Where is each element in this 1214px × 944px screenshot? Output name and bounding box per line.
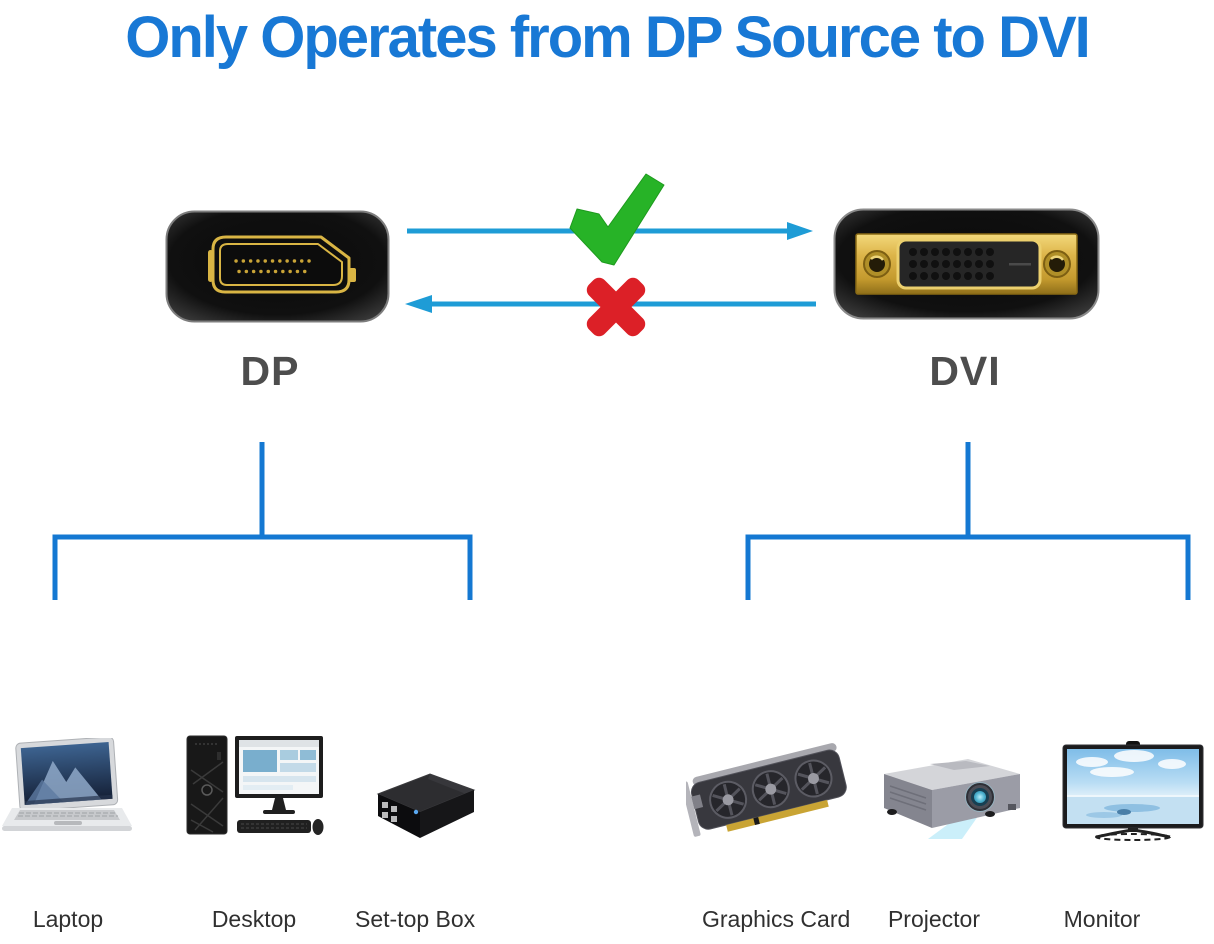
dvi-screw-right bbox=[1043, 250, 1071, 278]
dvi-connector-label: DVI bbox=[929, 348, 1001, 394]
gpu-fan bbox=[709, 780, 748, 819]
laptop-label: Laptop bbox=[32, 906, 104, 932]
gpu-fan bbox=[751, 770, 790, 809]
graphics-card-label: Graphics Card bbox=[702, 906, 851, 932]
cross-icon bbox=[586, 277, 646, 337]
dvi-connector-icon bbox=[833, 208, 1100, 320]
graphics-card-image bbox=[686, 743, 847, 837]
monitor-label: Monitor bbox=[1063, 906, 1141, 932]
dvi-screw-left bbox=[863, 250, 891, 278]
laptop-image bbox=[2, 738, 132, 831]
set-top-box-label: Set-top Box bbox=[355, 906, 476, 932]
dp-connector-icon bbox=[165, 210, 390, 323]
desktop-label: Desktop bbox=[211, 906, 297, 932]
gpu-fan bbox=[794, 759, 833, 798]
projector-image bbox=[884, 759, 1020, 839]
check-icon bbox=[569, 173, 665, 266]
dp-connector-label: DP bbox=[240, 348, 300, 394]
projector-label: Projector bbox=[887, 906, 981, 932]
set-top-box-image bbox=[376, 773, 476, 838]
dvi-branch-lines bbox=[745, 442, 1191, 600]
dp-branch-lines bbox=[52, 442, 473, 600]
monitor-image bbox=[1062, 741, 1204, 841]
desktop-image bbox=[186, 735, 324, 835]
page-title: Only Operates from DP Source to DVI bbox=[125, 5, 1091, 70]
